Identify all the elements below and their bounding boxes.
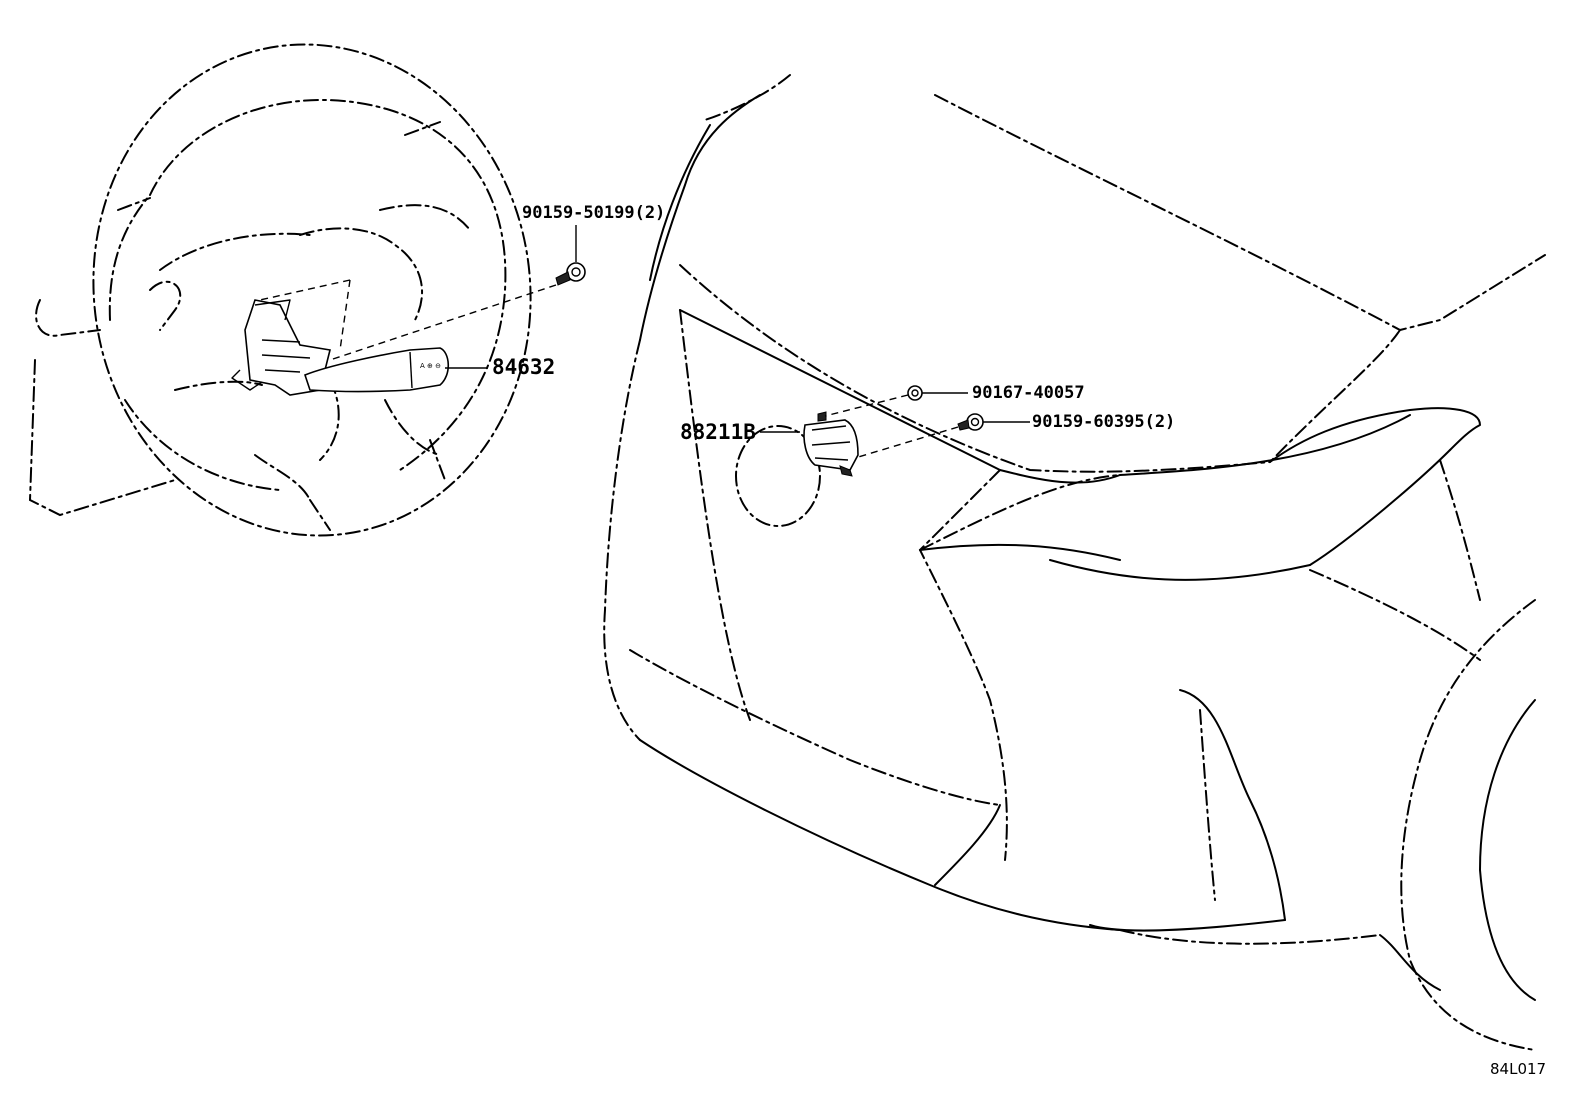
emblem-outline — [735, 425, 821, 527]
callout-bolt-steering: 90159-50199(2) — [522, 203, 666, 223]
callout-bolt-sensor: 90159-60395(2) — [1032, 412, 1176, 432]
svg-text:A ⊕ ⊖: A ⊕ ⊖ — [420, 362, 441, 370]
figure-code: 84L017 — [1490, 1060, 1547, 1078]
callout-sensor: 88211B — [680, 420, 756, 444]
radar-sensor-88211b — [803, 411, 859, 477]
nut-icon — [907, 385, 923, 401]
bolt-sensor-icon — [957, 413, 984, 431]
wiper-switch-84632: A ⊕ ⊖ — [231, 299, 450, 396]
callout-nut: 90167-40057 — [972, 383, 1085, 403]
steering-wheel — [28, 43, 532, 537]
bolt-steering-icon — [555, 262, 586, 286]
callout-switch: 84632 — [492, 355, 556, 379]
vehicle-front-outline — [603, 74, 1546, 1051]
